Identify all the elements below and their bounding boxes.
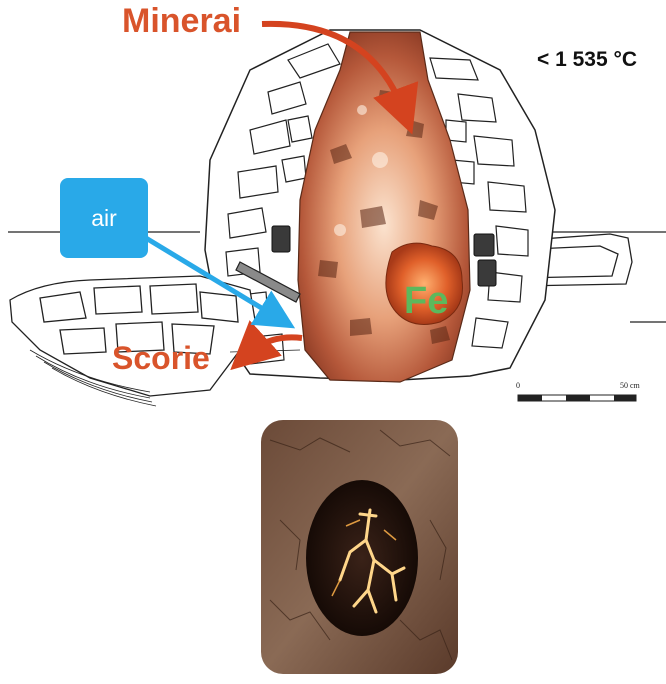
slag-label: Scorie xyxy=(112,340,210,377)
air-box: air xyxy=(60,178,148,258)
air-label: air xyxy=(91,205,117,232)
scale-zero-label: 0 xyxy=(516,381,520,390)
bloomery-photo xyxy=(261,420,458,674)
ore-label: Minerai xyxy=(122,2,241,41)
stone-heap xyxy=(10,276,255,396)
iron-label: Fe xyxy=(404,280,448,323)
scale-max-label: 50 cm xyxy=(620,381,640,390)
temperature-label: < 1 535 °C xyxy=(537,48,637,72)
scale-bar xyxy=(518,395,636,401)
